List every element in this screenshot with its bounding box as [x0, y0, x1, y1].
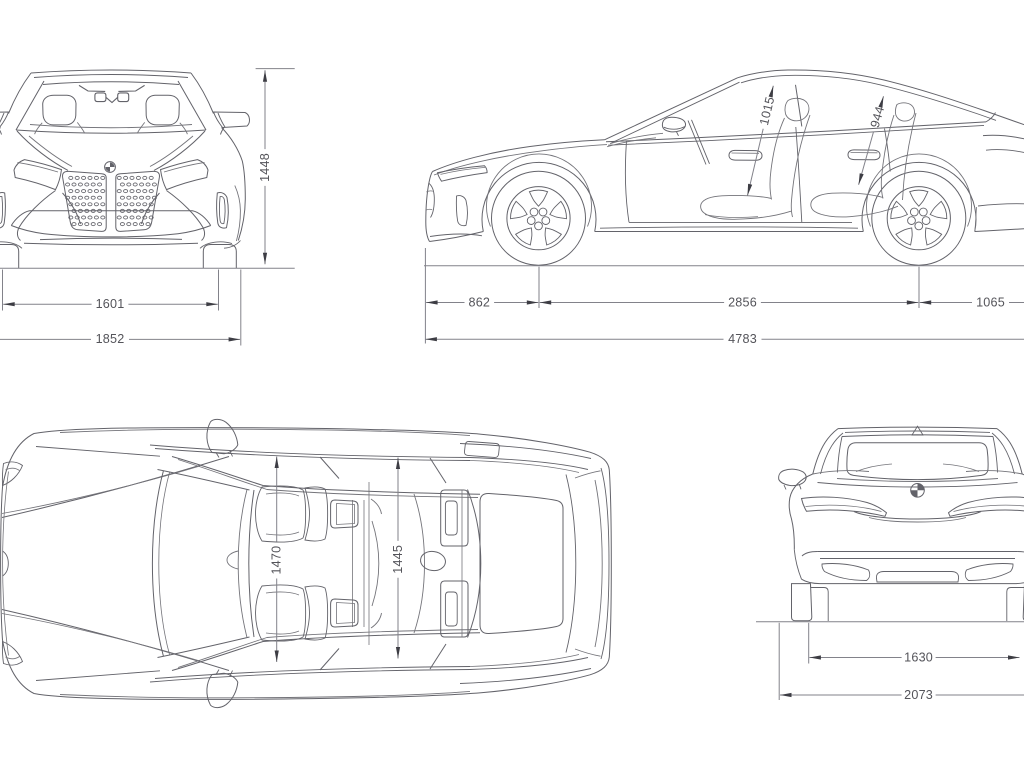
svg-text:1448: 1448: [258, 153, 272, 182]
svg-text:4783: 4783: [728, 332, 757, 346]
svg-text:1445: 1445: [391, 545, 405, 574]
svg-text:1065: 1065: [976, 295, 1005, 309]
svg-text:1601: 1601: [96, 297, 125, 311]
svg-text:2073: 2073: [904, 688, 933, 702]
svg-text:1630: 1630: [904, 650, 933, 664]
svg-text:1470: 1470: [270, 546, 284, 575]
svg-text:2856: 2856: [728, 295, 757, 309]
svg-text:1852: 1852: [96, 332, 125, 346]
svg-text:1015: 1015: [757, 95, 777, 126]
svg-text:862: 862: [468, 295, 490, 309]
svg-text:944: 944: [868, 105, 887, 130]
